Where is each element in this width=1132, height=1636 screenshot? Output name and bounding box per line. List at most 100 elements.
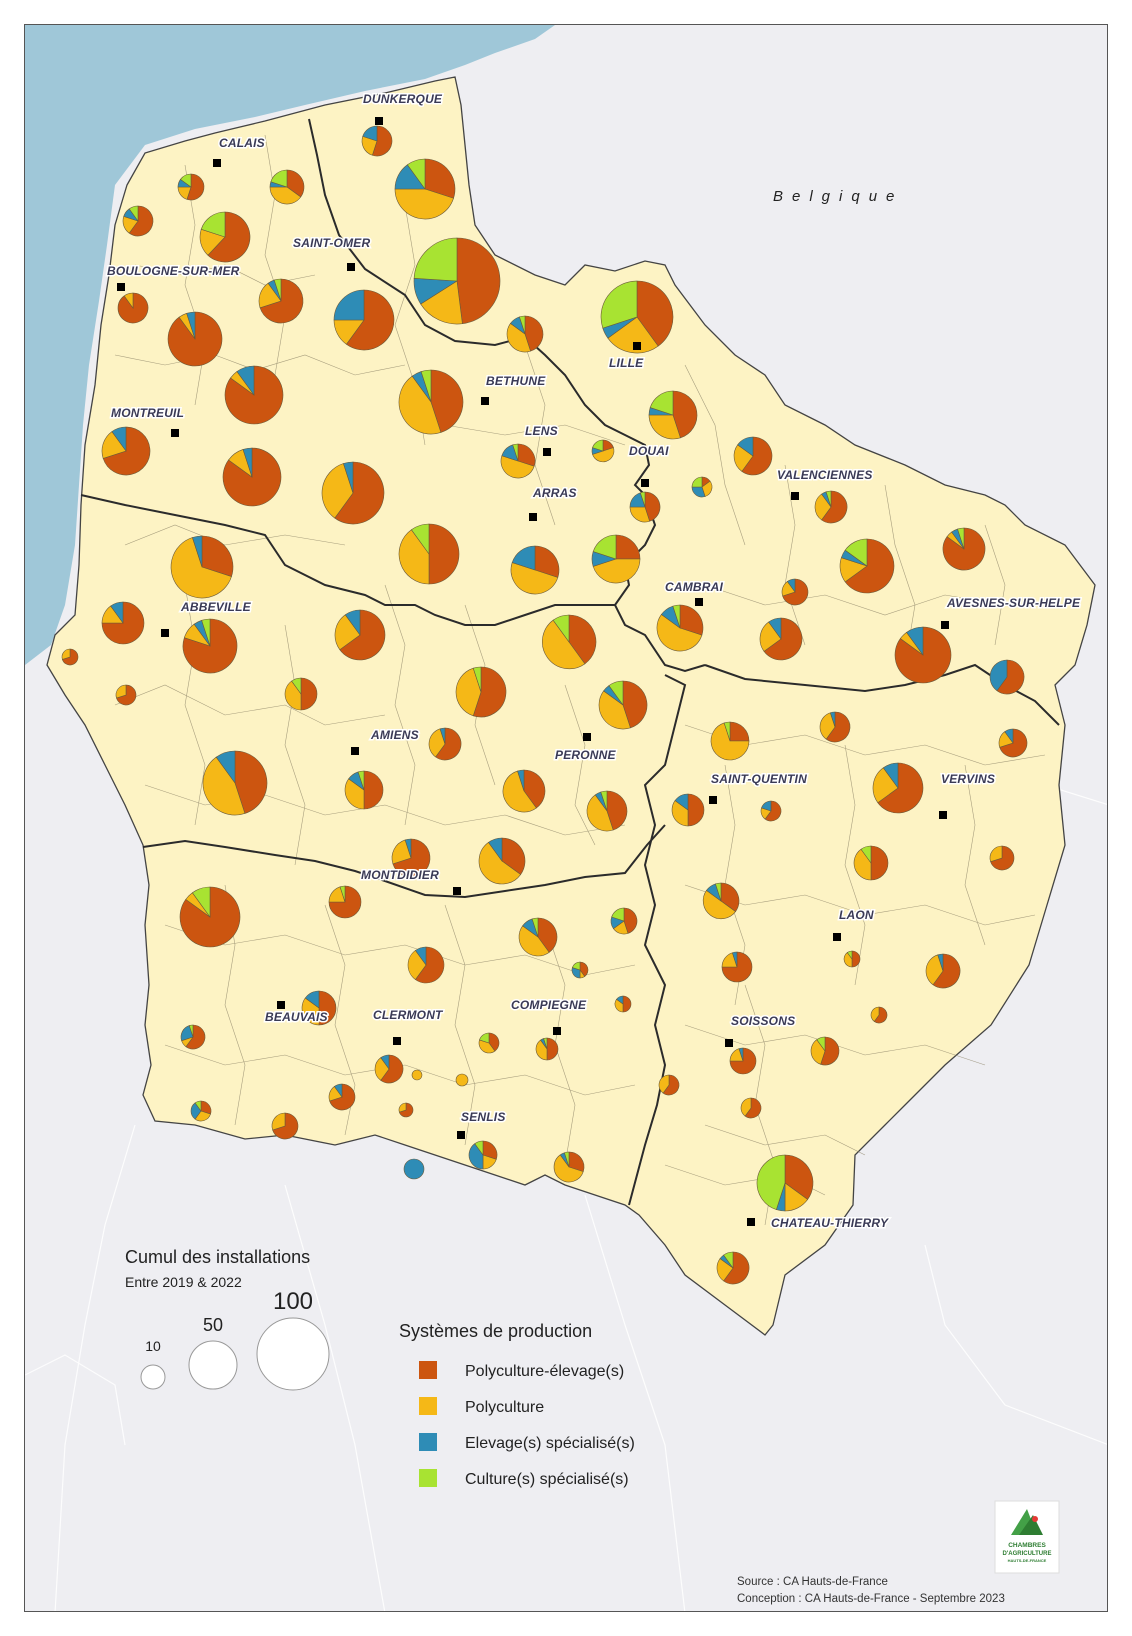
pie-chart bbox=[182, 618, 238, 674]
pie-slice bbox=[738, 1047, 744, 1062]
pie-slice bbox=[723, 1251, 750, 1285]
pie-slice bbox=[996, 659, 1025, 695]
pie-chart bbox=[328, 885, 362, 919]
pie-slice bbox=[816, 1036, 826, 1052]
pie-slice bbox=[186, 311, 196, 340]
city-marker bbox=[481, 397, 489, 405]
pie-chart bbox=[716, 1251, 750, 1285]
pie-chart bbox=[398, 369, 464, 435]
pie-slice bbox=[616, 995, 624, 1005]
pie-slice bbox=[740, 1097, 752, 1117]
pie-slice bbox=[768, 617, 782, 640]
pie-chart bbox=[394, 158, 456, 220]
pie-chart bbox=[258, 278, 304, 324]
pie-chart bbox=[403, 1158, 425, 1180]
pie-slice bbox=[592, 558, 641, 584]
legend-label-polyculture: Polyculture bbox=[465, 1399, 544, 1416]
pie-slice bbox=[428, 523, 460, 585]
pie-slice bbox=[333, 1083, 343, 1098]
legend-size-subtitle: Entre 2019 & 2022 bbox=[125, 1274, 242, 1290]
pie-slice bbox=[729, 721, 750, 742]
pie-slice bbox=[111, 426, 127, 452]
pie-slice bbox=[339, 609, 386, 661]
city-marker bbox=[633, 342, 641, 350]
pie-chart bbox=[759, 617, 803, 661]
legend-label-culture-specialisee: Culture(s) spécialisé(s) bbox=[465, 1471, 629, 1488]
pie-chart bbox=[598, 680, 648, 730]
pie-slice bbox=[270, 169, 288, 188]
pie-slice bbox=[592, 439, 604, 452]
city-marker bbox=[347, 263, 355, 271]
pie-slice bbox=[455, 667, 482, 717]
pie-slice bbox=[606, 790, 628, 831]
pie-chart bbox=[610, 907, 638, 935]
city-marker bbox=[725, 1039, 733, 1047]
pie-chart bbox=[468, 1140, 498, 1170]
pie-slice bbox=[321, 463, 354, 519]
pie-chart bbox=[177, 173, 205, 201]
logo-line2: D'AGRICULTURE bbox=[1003, 1551, 1052, 1557]
pie-slice bbox=[542, 619, 586, 670]
city-label: LAON bbox=[839, 908, 874, 922]
city-label: ABBEVILLE bbox=[180, 600, 252, 614]
pie-slice bbox=[623, 907, 638, 934]
city-label: LENS bbox=[525, 424, 558, 438]
pie-slice bbox=[478, 841, 522, 885]
pie-slice bbox=[430, 369, 464, 433]
pie-chart bbox=[224, 365, 284, 425]
legend-size-label-medium: 50 bbox=[203, 1315, 223, 1335]
pie-slice bbox=[691, 476, 703, 488]
pie-slice bbox=[269, 186, 302, 205]
pie-slice bbox=[101, 601, 145, 645]
pie-slice bbox=[201, 535, 234, 577]
pie-chart bbox=[478, 837, 526, 885]
pie-chart bbox=[190, 1100, 212, 1122]
pie-chart bbox=[702, 882, 740, 920]
pie-slice bbox=[524, 315, 544, 352]
pie-slice bbox=[403, 1158, 425, 1180]
city-label: CHATEAU-THIERRY bbox=[771, 1216, 889, 1230]
pie-chart bbox=[740, 1097, 762, 1119]
pie-chart bbox=[321, 461, 385, 525]
pie-slice bbox=[957, 527, 965, 550]
pie-chart bbox=[328, 1083, 356, 1111]
city-label: VERVINS bbox=[941, 772, 995, 786]
pie-slice bbox=[391, 839, 412, 865]
pie-chart bbox=[398, 1102, 414, 1118]
pie-chart bbox=[284, 677, 318, 711]
pie-chart bbox=[839, 538, 895, 594]
pie-slice bbox=[810, 1039, 826, 1065]
pie-slice bbox=[501, 837, 526, 875]
pie-slice bbox=[394, 188, 454, 220]
city-label: VALENCIENNES bbox=[777, 468, 873, 482]
pie-slice bbox=[468, 1143, 484, 1170]
pie-chart bbox=[344, 770, 384, 810]
pie-slice bbox=[586, 794, 614, 832]
pie-chart bbox=[614, 995, 632, 1013]
pie-slice bbox=[420, 369, 432, 403]
pie-slice bbox=[825, 490, 832, 508]
pie-slice bbox=[674, 793, 689, 811]
pie-slice bbox=[188, 1024, 194, 1038]
pie-slice bbox=[615, 534, 641, 560]
sea bbox=[25, 25, 555, 665]
city-label: BETHUNE bbox=[486, 374, 546, 388]
pie-slice bbox=[600, 790, 608, 812]
city-marker bbox=[457, 1131, 465, 1139]
pie-chart bbox=[756, 1154, 814, 1212]
pie-chart bbox=[853, 845, 889, 881]
city-label: COMPIEGNE bbox=[511, 998, 587, 1012]
pie-chart bbox=[843, 950, 861, 968]
pie-slice bbox=[608, 680, 624, 706]
city-label: PERONNE bbox=[555, 748, 617, 762]
city-marker bbox=[277, 1001, 285, 1009]
pie-slice bbox=[656, 614, 703, 652]
legend-swatch-polyculture bbox=[419, 1397, 437, 1415]
pie-slice bbox=[844, 538, 868, 567]
pie-slice bbox=[415, 946, 427, 966]
pie-chart bbox=[925, 953, 961, 989]
pie-chart bbox=[600, 280, 674, 354]
pie-slice bbox=[851, 950, 861, 968]
pie-slice bbox=[510, 562, 559, 595]
pie-slice bbox=[870, 1006, 880, 1022]
